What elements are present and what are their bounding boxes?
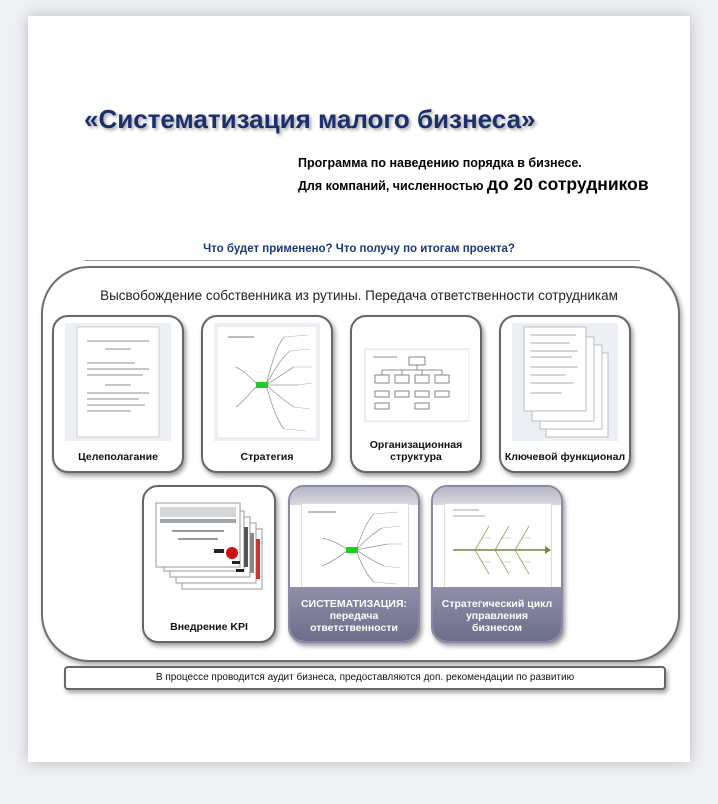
card-org-structure[interactable]: Организационная структура xyxy=(350,315,482,473)
audit-note: В процессе проводится аудит бизнеса, пре… xyxy=(64,666,666,690)
card-goal-setting[interactable]: Целеполагание xyxy=(52,315,184,473)
card-systematization[interactable]: СИСТЕМАТИЗАЦИЯ: передача ответственности xyxy=(288,485,420,643)
mind-map-icon xyxy=(301,503,409,589)
card-highlight-band xyxy=(290,587,418,641)
card-label: Ключевой функционал xyxy=(504,451,626,463)
divider xyxy=(84,260,640,261)
card-label: Целеполагание xyxy=(78,451,158,463)
card-kpi[interactable]: Внедрение KPI xyxy=(142,485,276,643)
card-top-band xyxy=(290,487,418,505)
card-strategy[interactable]: Стратегия xyxy=(201,315,333,473)
card-label: СИСТЕМАТИЗАЦИЯ: передача ответственности xyxy=(300,598,408,634)
stacked-documents-icon xyxy=(512,323,618,441)
mind-map-icon xyxy=(214,323,320,441)
card-top-band xyxy=(433,487,561,505)
card-highlight-band xyxy=(433,587,561,641)
document-page-icon xyxy=(65,323,171,441)
card-label: Стратегия xyxy=(240,451,294,463)
frame-title: Высвобождение собственника из рутины. Пе… xyxy=(100,288,618,303)
fishbone-diagram-icon xyxy=(444,503,552,589)
card-key-functions[interactable]: Ключевой функционал xyxy=(499,315,631,473)
card-strategic-cycle[interactable]: Стратегический цикл управления бизнесом xyxy=(431,485,563,643)
card-label: Внедрение KPI xyxy=(170,621,248,633)
card-label: Стратегический цикл управления бизнесом xyxy=(441,598,553,634)
card-label: Организационная структура xyxy=(369,439,463,463)
subtitle-prefix: Для компаний, численностью xyxy=(298,179,487,193)
subtitle-line-1: Программа по наведению порядка в бизнесе… xyxy=(298,156,582,170)
kpi-slides-icon xyxy=(152,493,263,611)
page-sheet: «Систематизация малого бизнеса» Программ… xyxy=(28,16,690,762)
subtitle-line-2: Для компаний, численностью до 20 сотрудн… xyxy=(298,174,649,195)
page-title: «Систематизация малого бизнеса» xyxy=(84,104,536,134)
org-chart-icon xyxy=(363,323,469,441)
section-question: Что будет применено? Что получу по итога… xyxy=(203,243,515,255)
subtitle-emphasis: до 20 сотрудников xyxy=(486,174,649,194)
